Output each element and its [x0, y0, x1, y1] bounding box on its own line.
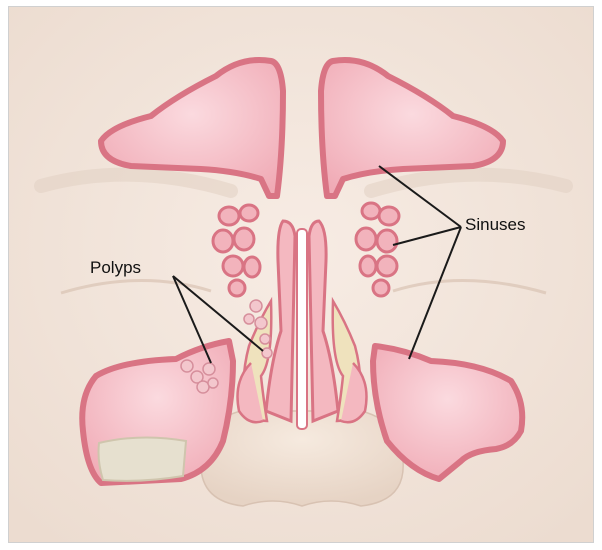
nasal-septum	[297, 229, 307, 429]
maxillary-fluid	[99, 437, 187, 480]
polyps-label: Polyps	[90, 258, 141, 278]
sinuses-label: Sinuses	[465, 215, 525, 235]
